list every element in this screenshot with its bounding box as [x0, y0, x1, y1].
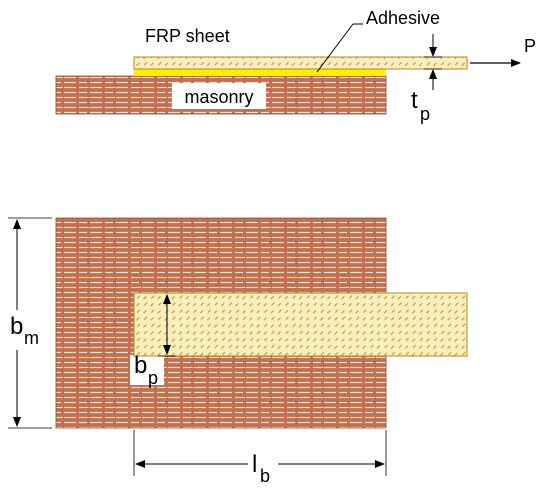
svg-text:masonry: masonry: [184, 87, 253, 107]
bm-label-subscript: m: [24, 328, 39, 348]
adhesive-leader-diagonal: [316, 23, 354, 73]
bp-label: b: [134, 352, 147, 379]
lb-label-background: [248, 446, 278, 488]
masonry-label: masonry: [172, 83, 266, 109]
thickness-dimension: [424, 34, 442, 90]
bm-label-background: [4, 310, 44, 350]
lb-label: l: [252, 451, 257, 478]
load-label: P: [524, 36, 536, 56]
bp-dimension: [158, 294, 176, 357]
side-view: masonry FRP sheet Adhesive t p P: [55, 8, 536, 124]
bp-label-background: [130, 355, 164, 385]
plan-view: b m b p l b: [4, 217, 468, 488]
adhesive-label: Adhesive: [366, 8, 440, 28]
frp-sheet-side: [133, 56, 468, 70]
bm-label: b: [10, 313, 23, 340]
thickness-label-subscript: p: [420, 104, 430, 124]
lb-label-subscript: b: [260, 466, 270, 486]
adhesive-layer: [134, 69, 386, 76]
thickness-label: t: [411, 87, 418, 114]
frp-sheet-plan: [133, 292, 468, 357]
frp-sheet-label: FRP sheet: [145, 26, 230, 46]
bp-label-subscript: p: [148, 368, 158, 388]
